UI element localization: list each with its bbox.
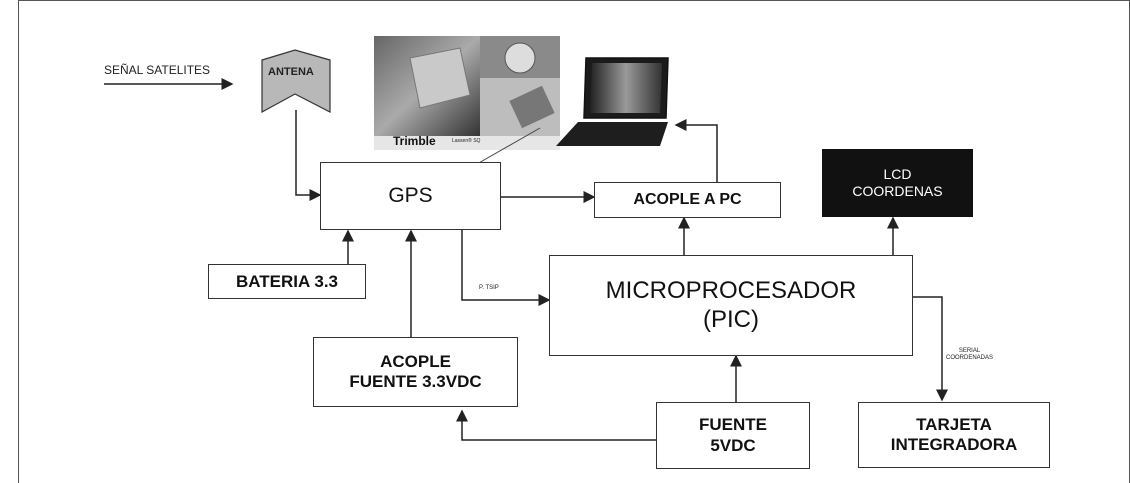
acople-fuente-block: ACOPLE FUENTE 3.3VDC (313, 337, 518, 407)
lcd-coordenas-block: LCD COORDENAS (822, 149, 973, 217)
trimble-sub-label: Lassen® SQ (452, 138, 481, 144)
microprocesador-block: MICROPROCESADOR (PIC) (549, 255, 913, 356)
serial-coordenadas-label: SERIAL COORDENADAS (946, 348, 994, 362)
trimble-logo: Trimble (393, 134, 436, 148)
acople-pc-block: ACOPLE A PC (594, 182, 781, 218)
laptop-icon (556, 57, 669, 146)
gps-block: GPS (320, 162, 501, 230)
antena-label: ANTENA (268, 66, 314, 78)
fuente-5vdc-block: FUENTE 5VDC (656, 402, 810, 469)
antenna-icon (261, 49, 331, 114)
gps-module-photo (374, 36, 560, 150)
bateria-block: BATERIA 3.3 (208, 264, 366, 299)
tarjeta-integradora-block: TARJETA INTEGRADORA (858, 402, 1050, 468)
p-tsip-label: P. TSIP (479, 285, 499, 291)
senal-satelites-label: SEÑAL SATELITES (104, 63, 211, 77)
